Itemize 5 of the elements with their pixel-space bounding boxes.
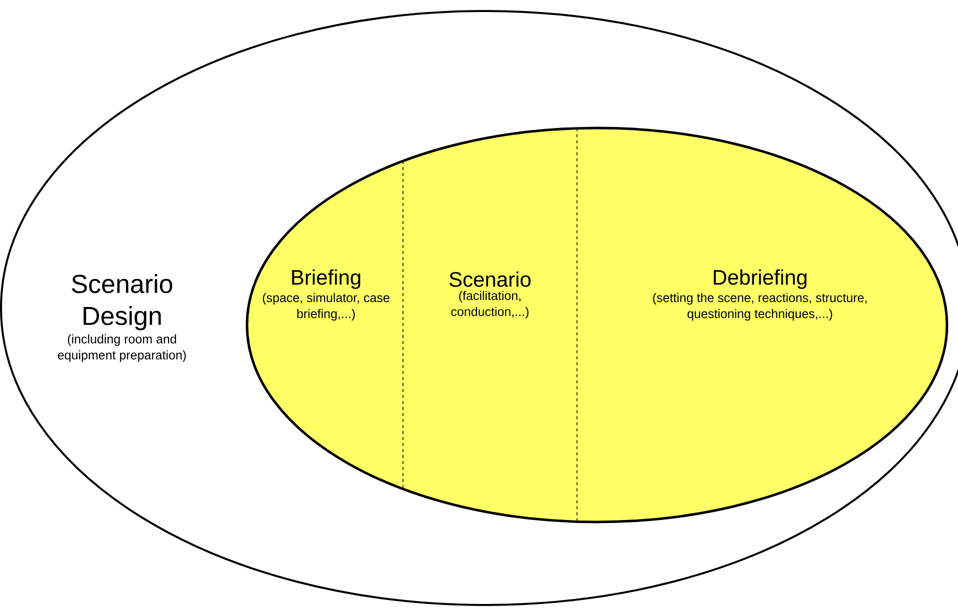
section-label: Briefing (space, simulator, case briefing,...) xyxy=(262,269,390,321)
ellipse xyxy=(246,126,948,524)
section-label: Scenario Design (including room and equipment preparation) xyxy=(58,274,186,362)
section-label: Debriefing (setting the scene, reactions, structure, questioning techniques,...) xyxy=(653,269,867,321)
section-label: Scenario (facilitation, conduction,...) xyxy=(450,271,531,319)
